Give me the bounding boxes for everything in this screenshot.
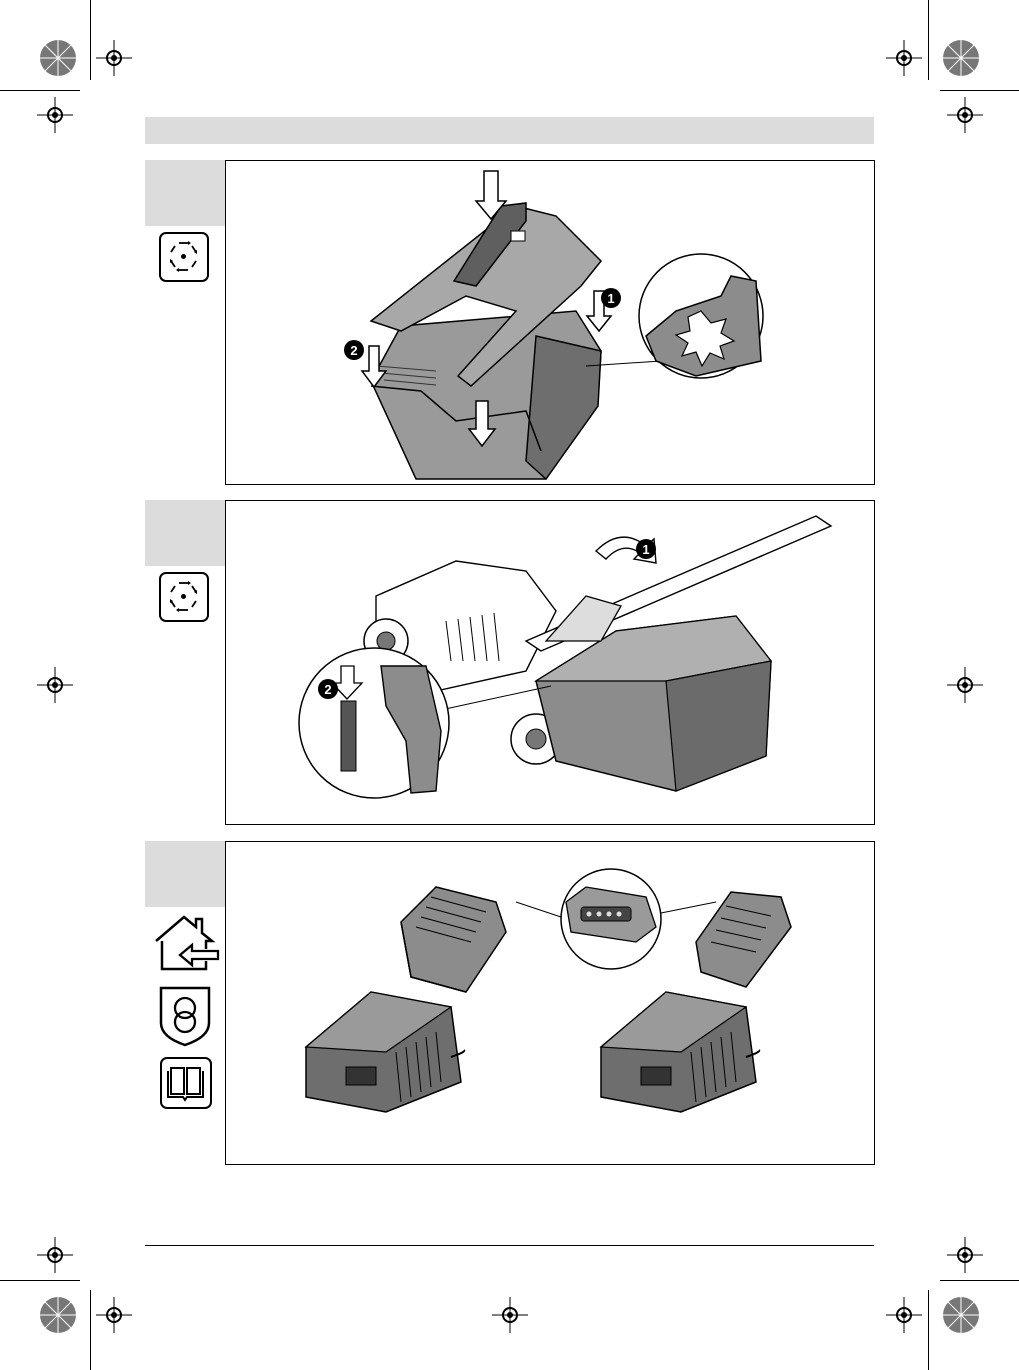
- trim-line: [940, 1280, 1019, 1281]
- trim-line: [928, 0, 929, 80]
- crosshair-right-top: [947, 97, 983, 138]
- rotating-blade-stop-icon: [159, 232, 209, 282]
- svg-text:1: 1: [642, 542, 649, 557]
- crosshair-bottom-2: [886, 1297, 922, 1338]
- svg-text:2: 2: [324, 682, 331, 697]
- footer-rule: [145, 1245, 874, 1246]
- crosshair-right-bottom: [947, 1237, 983, 1278]
- callout-2: 2: [344, 340, 364, 360]
- crosshair-top-2: [886, 40, 922, 81]
- crosshair-left-bottom: [37, 1237, 73, 1278]
- step-tab-1: [145, 160, 225, 226]
- battery-right: [696, 892, 791, 987]
- trim-line: [928, 1290, 929, 1370]
- grass-box-attach-illustration: 1 2: [226, 501, 874, 824]
- svg-text:2: 2: [350, 343, 357, 358]
- svg-text:1: 1: [607, 291, 614, 306]
- callout-1: 1: [636, 539, 656, 559]
- trim-line: [0, 90, 80, 91]
- battery-left: [401, 887, 506, 992]
- step-tab-3: [145, 841, 225, 907]
- callout-1: 1: [601, 288, 621, 308]
- figure-panel-2: 1 2: [225, 500, 875, 825]
- indoor-use-icon: [152, 913, 220, 978]
- crosshair-right-mid: [947, 667, 983, 708]
- trim-line: [0, 1280, 80, 1281]
- charger-right: [601, 992, 759, 1112]
- registration-mark-top-left: [38, 38, 78, 78]
- crosshair-bottom-center: [492, 1297, 528, 1338]
- registration-mark-bottom-left: [38, 1295, 78, 1335]
- header-bar: [145, 117, 874, 144]
- crosshair-left-top: [37, 97, 73, 138]
- trim-line: [90, 1290, 91, 1370]
- step-tab-2: [145, 500, 225, 566]
- figure-panel-3: [225, 841, 875, 1165]
- battery-charging-illustration: [226, 842, 874, 1164]
- charger-left: [306, 992, 464, 1112]
- figure-panel-1: 1 2: [225, 160, 875, 485]
- rotating-blade-stop-icon: [159, 572, 209, 622]
- trim-line: [940, 90, 1019, 91]
- trim-line: [90, 0, 91, 80]
- crosshair-top-1: [96, 40, 132, 81]
- callout-2: 2: [318, 679, 338, 699]
- registration-mark-bottom-right: [941, 1295, 981, 1335]
- safety-transformer-icon: [158, 985, 212, 1052]
- crosshair-left-mid: [37, 667, 73, 708]
- registration-mark-top-right: [941, 38, 981, 78]
- grass-box-assembly-illustration: 1 2: [226, 161, 874, 484]
- read-manual-icon: [160, 1057, 212, 1109]
- crosshair-bottom-1: [96, 1297, 132, 1338]
